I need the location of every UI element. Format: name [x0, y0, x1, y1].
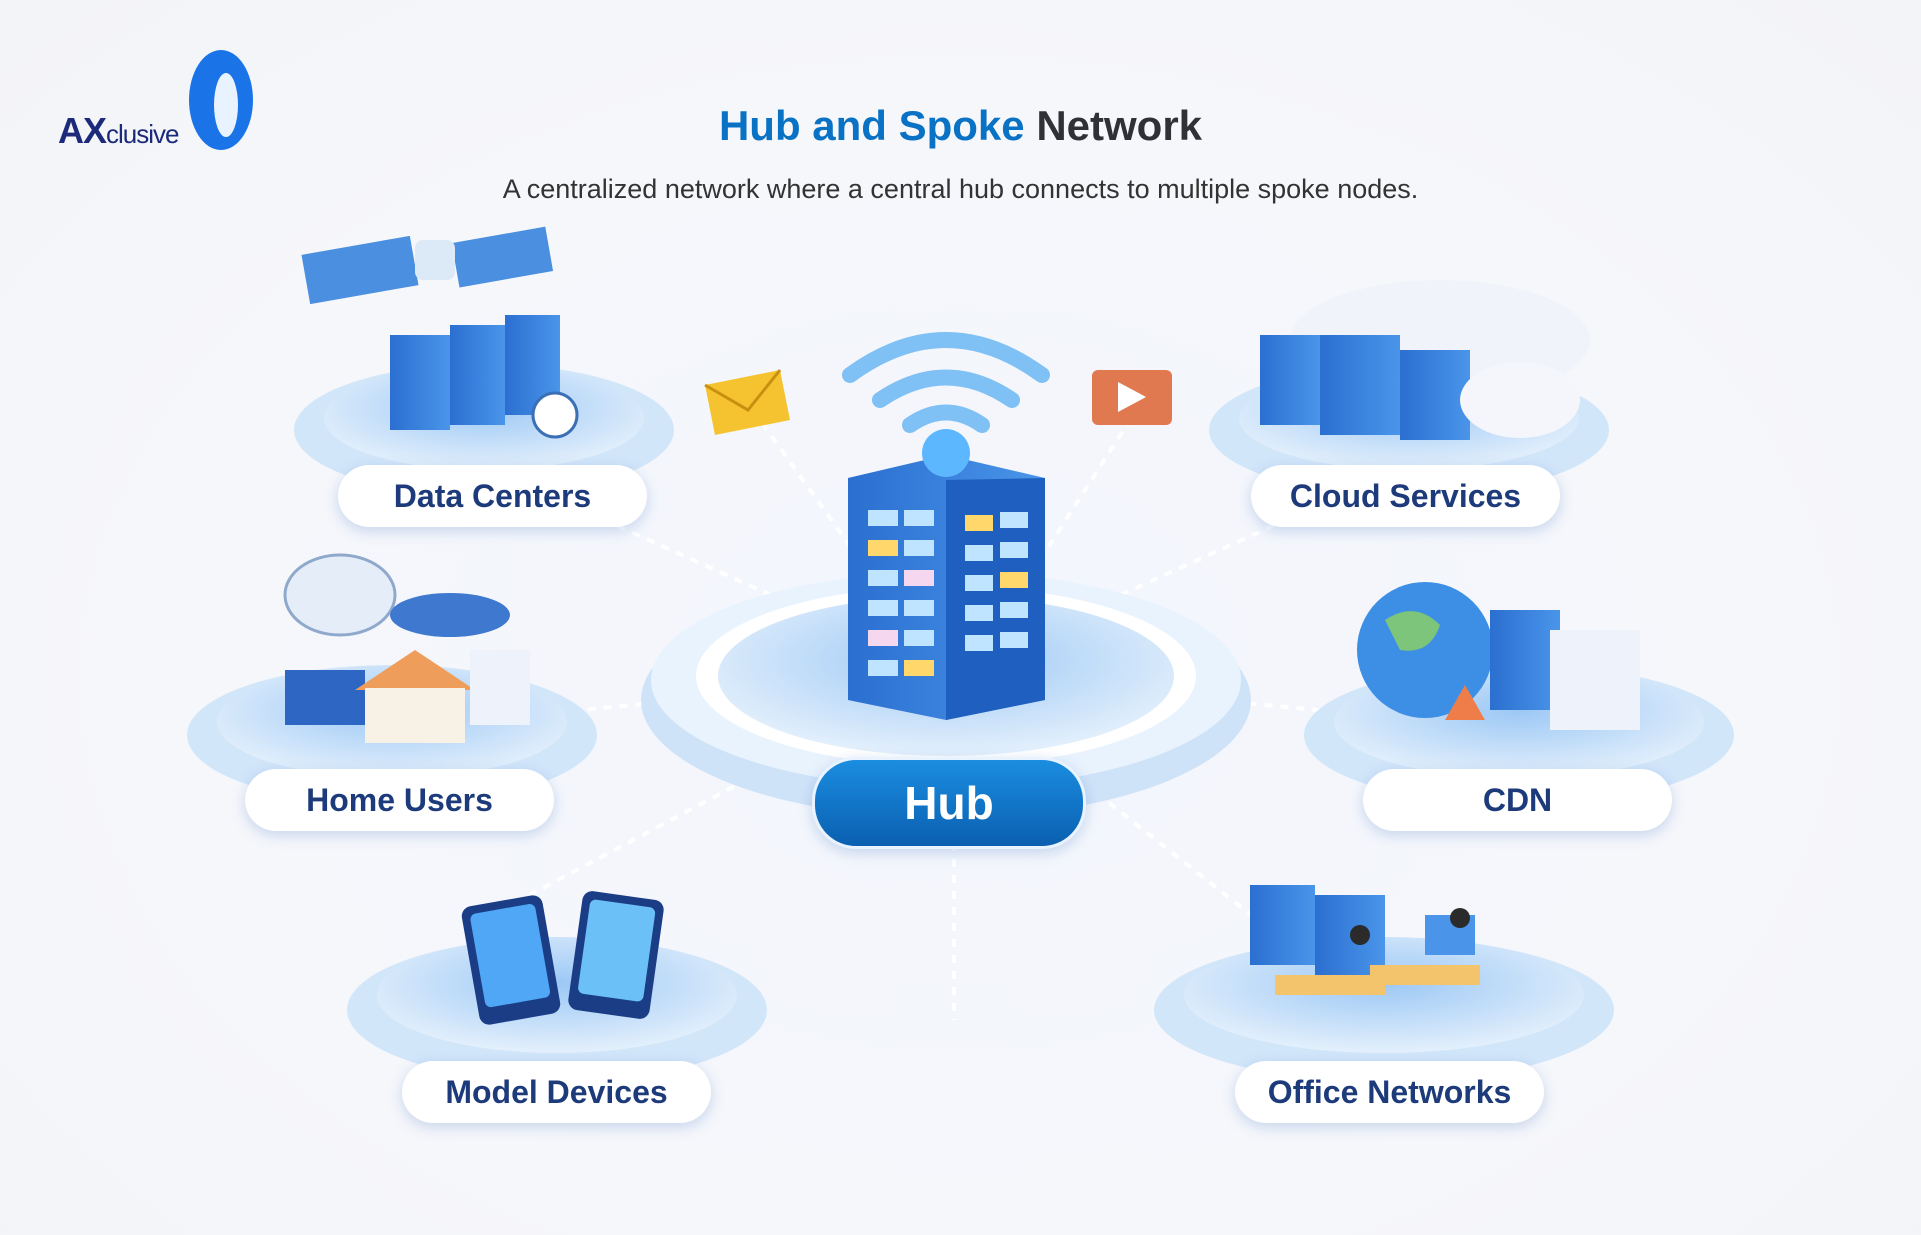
envelope-icon — [704, 369, 790, 435]
logo-brand-strong: AX — [58, 110, 107, 151]
server-rack-satellite-icon — [301, 226, 579, 439]
house-satellite-dish-icon — [283, 553, 530, 743]
page-subtitle: A centralized network where a central hu… — [502, 174, 1419, 204]
office-workers-icon — [1250, 885, 1480, 995]
axclusive-logo — [189, 50, 253, 150]
node-label-model-devices: Model Devices — [402, 1061, 711, 1123]
node-label-data-centers: Data Centers — [338, 465, 647, 527]
hub-tower-icon — [848, 429, 1045, 720]
logo-wordmark: AXclusive — [58, 110, 180, 152]
node-label-cloud-services: Cloud Services — [1251, 465, 1560, 527]
globe-building-icon — [1357, 582, 1640, 730]
wifi-icon — [842, 332, 1050, 433]
smartphones-icon — [461, 891, 664, 1025]
title-blue: Hub and Spoke — [718, 102, 1025, 149]
page-title: Hub and Spoke Network — [0, 102, 1921, 150]
node-label-cdn: CDN — [1363, 769, 1672, 831]
node-label-office-networks: Office Networks — [1235, 1061, 1544, 1123]
video-play-icon — [1092, 370, 1172, 425]
hub-label: Hub — [812, 757, 1086, 849]
logo-brand-rest: clusive — [106, 119, 179, 149]
title-dark: Network — [1036, 102, 1203, 149]
node-label-home-users: Home Users — [245, 769, 554, 831]
cloud-server-icon — [1260, 280, 1590, 440]
